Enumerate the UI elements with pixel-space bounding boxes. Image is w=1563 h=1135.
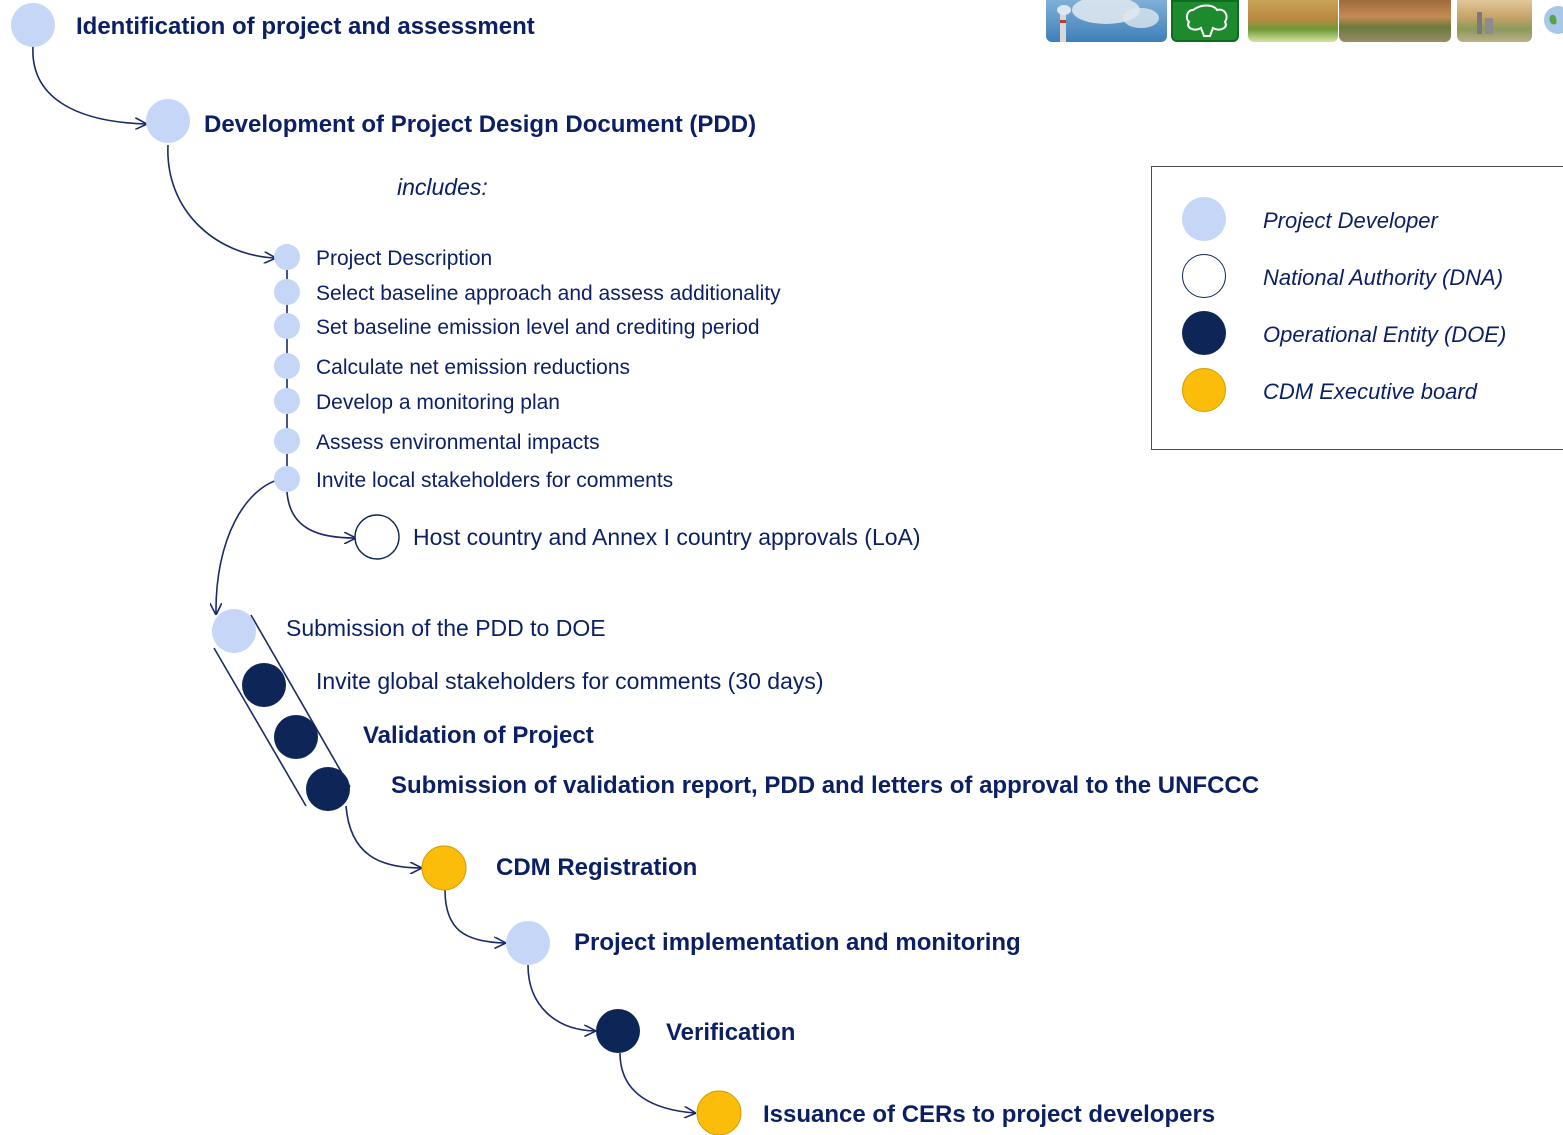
co2-emissions-image <box>1046 0 1167 42</box>
pdd-item-label: Calculate net emission reductions <box>316 356 630 379</box>
node-registration <box>421 845 467 891</box>
node-submission-pdd <box>212 609 256 653</box>
node-issuance <box>696 1090 742 1135</box>
legend-label-executive-board: CDM Executive board <box>1263 379 1477 404</box>
connector-items-to-approvals <box>286 491 355 538</box>
node-item-4 <box>274 353 300 379</box>
pdd-item-label: Invite local stakeholders for comments <box>316 469 674 492</box>
industrial-site-image <box>1457 0 1532 42</box>
legend-label-project-developer: Project Developer <box>1263 208 1438 233</box>
step-verification-label: Verification <box>666 1019 796 1046</box>
legend-dot-project-developer <box>1182 197 1226 241</box>
step-invite-global-label: Invite global stakeholders for comments … <box>316 668 824 694</box>
tree-icon <box>1171 0 1239 42</box>
submission-band-left <box>213 647 307 807</box>
step-pdd-development-label: Development of Project Design Document (… <box>204 111 757 138</box>
pdd-item-label: Project Description <box>316 247 493 270</box>
step-registration-label: CDM Registration <box>496 854 698 881</box>
node-implementation <box>506 921 550 965</box>
step-submission-report-label: Submission of validation report, PDD and… <box>391 772 1260 799</box>
node-submission-report <box>306 767 350 811</box>
header-image-strip <box>1046 0 1563 43</box>
node-verification <box>596 1009 640 1053</box>
connector-verification-to-issuance <box>619 1052 695 1113</box>
landscape-image <box>1248 0 1338 42</box>
node-approvals <box>354 514 400 560</box>
node-pdd-development <box>146 99 190 143</box>
pdd-item-label: Set baseline emission level and creditin… <box>316 316 760 339</box>
step-submission-pdd-label: Submission of the PDD to DOE <box>286 615 606 641</box>
includes-label: includes: <box>397 174 488 200</box>
submission-band-right <box>250 614 351 788</box>
legend-dot-national-authority <box>1182 254 1226 298</box>
node-item-2 <box>274 279 300 305</box>
node-item-5 <box>274 388 300 414</box>
node-invite-global <box>242 663 286 707</box>
legend-dot-operational-entity <box>1182 311 1226 355</box>
pdd-item-label: Develop a monitoring plan <box>316 391 560 414</box>
legend-label-operational-entity: Operational Entity (DOE) <box>1263 322 1507 347</box>
connector-pdd-to-items <box>167 144 275 258</box>
construction-site-image <box>1339 0 1451 42</box>
step-approvals-label: Host country and Annex I country approva… <box>413 524 921 550</box>
connector-registration-to-implementation <box>444 889 505 943</box>
step-issuance-label: Issuance of CERs to project developers <box>763 1101 1216 1128</box>
node-item-7 <box>274 466 300 492</box>
step-identification-label: Identification of project and assessment <box>76 13 535 40</box>
legend-dot-executive-board <box>1182 368 1226 412</box>
node-item-6 <box>274 428 300 454</box>
step-validation-label: Validation of Project <box>363 722 594 749</box>
pdd-item-label: Assess environmental impacts <box>316 431 600 454</box>
step-implementation-label: Project implementation and monitoring <box>574 929 1021 956</box>
connector-implementation-to-verification <box>527 964 595 1031</box>
node-identification <box>11 3 55 47</box>
connector-items-to-submission <box>216 477 286 614</box>
connector-identification-to-pdd <box>32 45 146 124</box>
globe-image <box>1536 0 1563 42</box>
legend: Project Developer National Authority (DN… <box>1151 166 1563 450</box>
legend-label-national-authority: National Authority (DNA) <box>1263 265 1504 290</box>
connector-submission-to-registration <box>345 805 421 868</box>
node-item-3 <box>274 313 300 339</box>
node-validation <box>274 715 318 759</box>
node-item-1 <box>274 244 300 270</box>
pdd-item-label: Select baseline approach and assess addi… <box>316 282 781 305</box>
